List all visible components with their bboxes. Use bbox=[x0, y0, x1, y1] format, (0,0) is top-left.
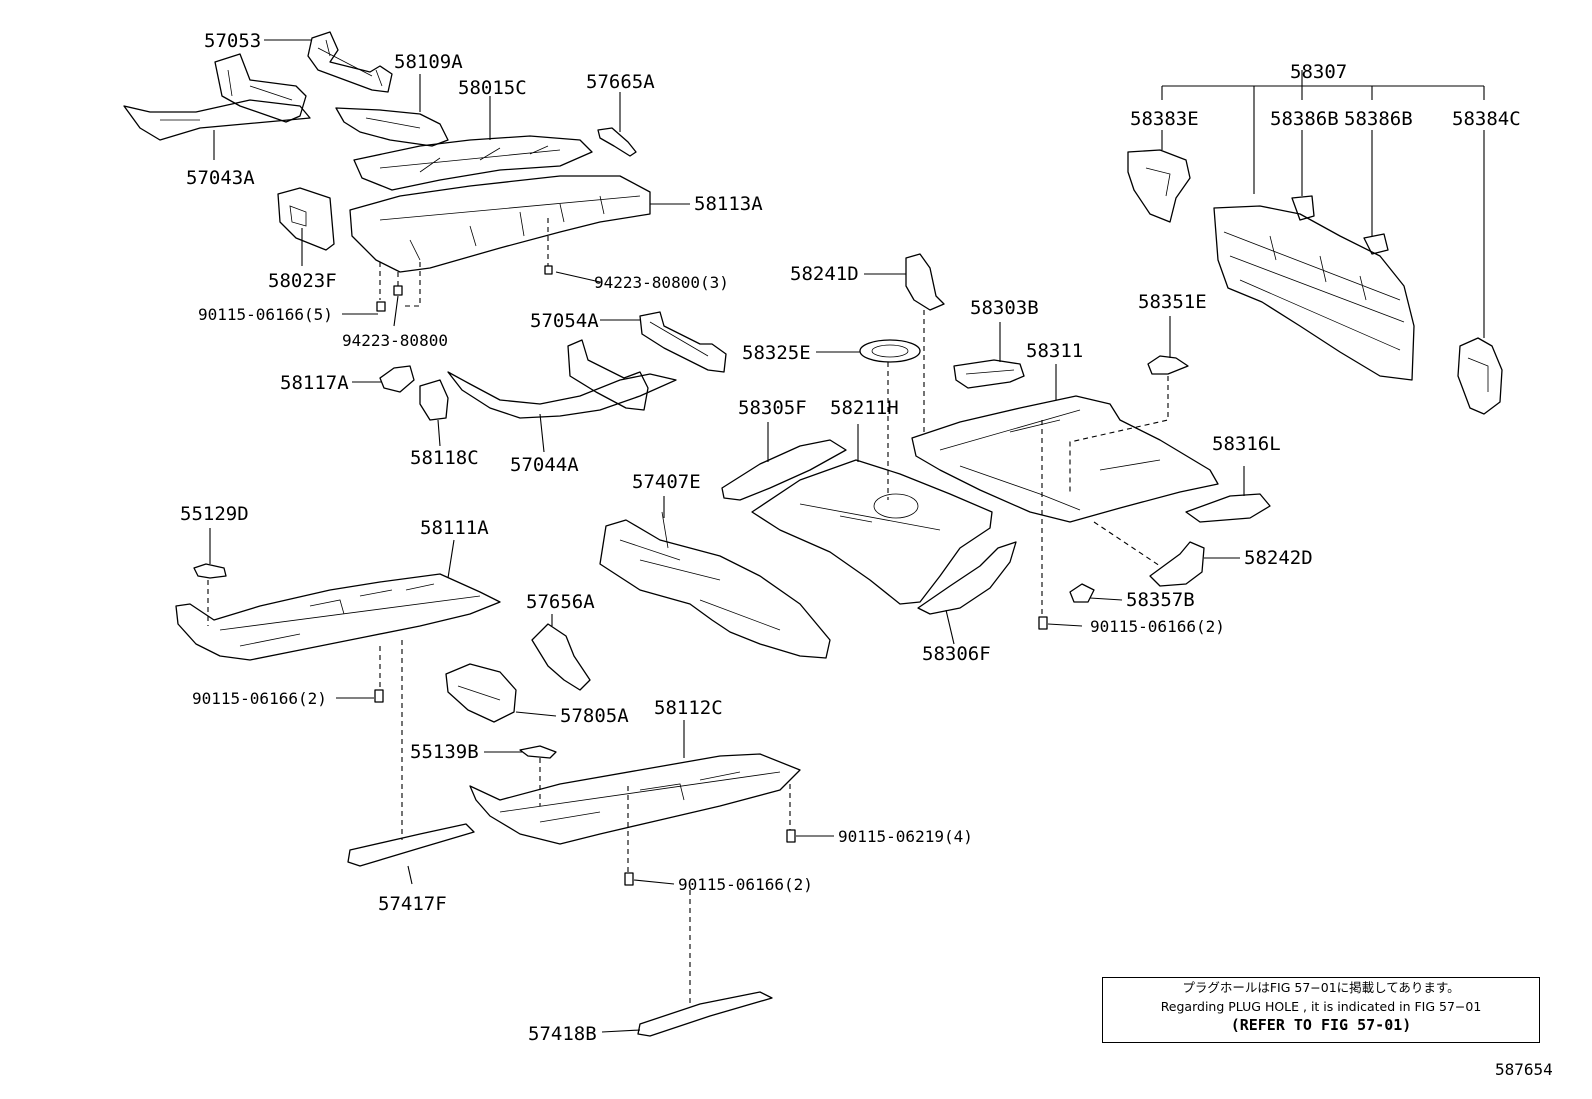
part-label-58357b[interactable]: 58357B bbox=[1126, 589, 1195, 611]
part-label-90115-06166-2-c[interactable]: 90115-06166(2) bbox=[1090, 617, 1225, 636]
part-label-94223-80800-3[interactable]: 94223-80800(3) bbox=[594, 273, 729, 292]
part-label-58383e[interactable]: 58383E bbox=[1130, 108, 1199, 130]
part-labels: 57053 58109A 58015C 57665A 57043A 58113A… bbox=[180, 30, 1521, 1045]
part-label-58117a[interactable]: 58117A bbox=[280, 372, 349, 394]
part-label-58386b-1[interactable]: 58386B bbox=[1270, 108, 1339, 130]
part-label-94223-80800[interactable]: 94223-80800 bbox=[342, 331, 448, 350]
part-label-57665a[interactable]: 57665A bbox=[586, 71, 655, 93]
part-label-58303b[interactable]: 58303B bbox=[970, 297, 1039, 319]
part-label-90115-06166-5[interactable]: 90115-06166(5) bbox=[198, 305, 333, 324]
part-label-58386b-2[interactable]: 58386B bbox=[1344, 108, 1413, 130]
part-label-58242d[interactable]: 58242D bbox=[1244, 547, 1313, 569]
part-label-58305f[interactable]: 58305F bbox=[738, 397, 807, 419]
part-label-58112c[interactable]: 58112C bbox=[654, 697, 723, 719]
part-label-58316l[interactable]: 58316L bbox=[1212, 433, 1281, 455]
part-label-57043a[interactable]: 57043A bbox=[186, 167, 255, 189]
part-drawings bbox=[123, 31, 1503, 1037]
part-label-58118c[interactable]: 58118C bbox=[410, 447, 479, 469]
part-label-58241d[interactable]: 58241D bbox=[790, 263, 859, 285]
note-line-english: Regarding PLUG HOLE , it is indicated in… bbox=[1160, 999, 1482, 1014]
note-line-reference: (REFER TO FIG 57-01) bbox=[1230, 1016, 1412, 1034]
part-label-58325e[interactable]: 58325E bbox=[742, 342, 811, 364]
part-label-57407e[interactable]: 57407E bbox=[632, 471, 701, 493]
part-label-90115-06166-2-a[interactable]: 90115-06166(2) bbox=[192, 689, 327, 708]
part-label-90115-06219-4[interactable]: 90115-06219(4) bbox=[838, 827, 973, 846]
part-label-58384c[interactable]: 58384C bbox=[1452, 108, 1521, 130]
part-label-58023f[interactable]: 58023F bbox=[268, 270, 337, 292]
part-label-57044a[interactable]: 57044A bbox=[510, 454, 579, 476]
part-label-55129d[interactable]: 55129D bbox=[180, 503, 249, 525]
part-label-58015c[interactable]: 58015C bbox=[458, 77, 527, 99]
part-label-57656a[interactable]: 57656A bbox=[526, 591, 595, 613]
part-label-58113a[interactable]: 58113A bbox=[694, 193, 763, 215]
part-label-57418b[interactable]: 57418B bbox=[528, 1023, 597, 1045]
part-label-57417f[interactable]: 57417F bbox=[378, 893, 447, 915]
part-label-58351e[interactable]: 58351E bbox=[1138, 291, 1207, 313]
assembly-lines bbox=[207, 218, 1169, 1006]
part-label-58111a[interactable]: 58111A bbox=[420, 517, 489, 539]
part-label-57053[interactable]: 57053 bbox=[204, 30, 261, 52]
plug-hole-note: プラグホールはFIG 57−01に掲載してあります。 Regarding PLU… bbox=[1102, 977, 1540, 1043]
part-label-58311[interactable]: 58311 bbox=[1026, 340, 1083, 362]
leader-lines bbox=[209, 39, 1485, 1033]
part-label-58109a[interactable]: 58109A bbox=[394, 51, 463, 73]
figure-number: 587654 bbox=[1495, 1060, 1553, 1079]
part-label-57054a[interactable]: 57054A bbox=[530, 310, 599, 332]
part-label-58306f[interactable]: 58306F bbox=[922, 643, 991, 665]
note-line-japanese: プラグホールはFIG 57−01に掲載してあります。 bbox=[1182, 980, 1460, 995]
part-label-58307[interactable]: 58307 bbox=[1290, 61, 1347, 83]
part-label-57805a[interactable]: 57805A bbox=[560, 705, 629, 727]
part-label-58211h[interactable]: 58211H bbox=[830, 397, 899, 419]
part-label-90115-06166-2-b[interactable]: 90115-06166(2) bbox=[678, 875, 813, 894]
part-label-55139b[interactable]: 55139B bbox=[410, 741, 479, 763]
